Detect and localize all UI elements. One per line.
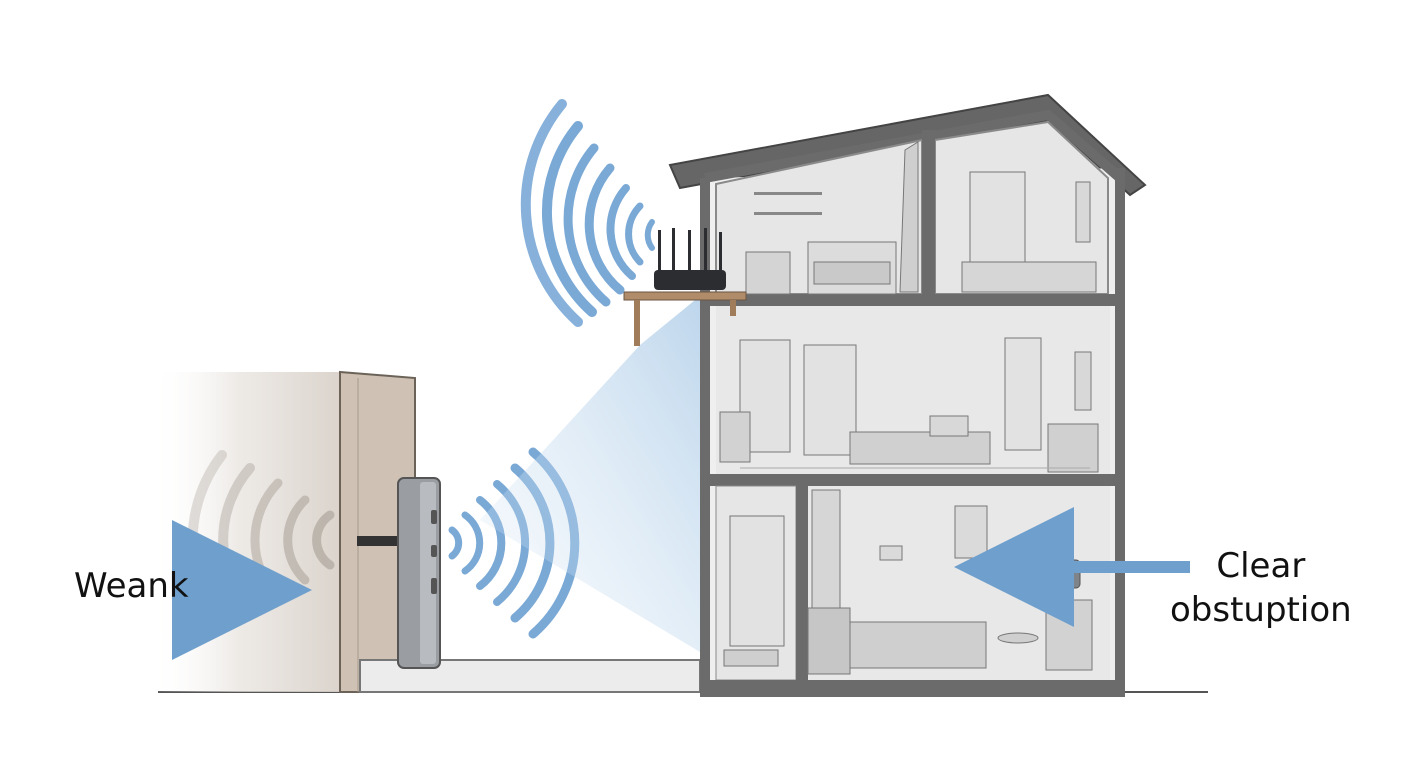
house <box>668 93 1147 697</box>
weak-signal-label: Weank <box>74 566 189 606</box>
range-extender-icon <box>357 477 441 669</box>
router-signal-waves <box>520 99 655 327</box>
clear-label-line-2: obstuption <box>1170 590 1352 630</box>
clear-label-line-1: Clear <box>1216 546 1306 586</box>
router-beam-down <box>480 296 700 652</box>
wall-shelf <box>623 291 747 346</box>
wifi-router-icon <box>654 228 726 290</box>
clear-obstruction-label: Clear obstuption <box>1170 544 1352 632</box>
